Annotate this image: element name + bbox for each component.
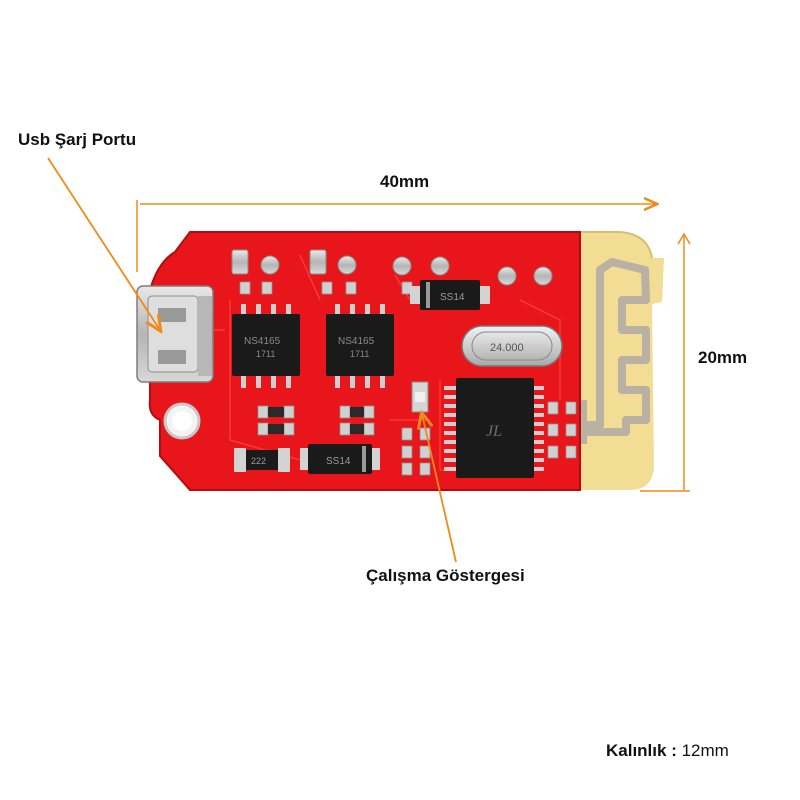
crystal-oscillator: 24.000 <box>461 325 563 367</box>
amp-chip-1-date: 1711 <box>256 349 275 359</box>
crystal-marking: 24.000 <box>490 342 524 354</box>
resistor-bottom: 222 <box>234 448 290 472</box>
usb-charging-port <box>136 285 214 383</box>
diode-top-marking: SS14 <box>440 292 465 303</box>
amplifier-chip-2: NS4165 1711 <box>326 304 394 388</box>
thickness-separator: : <box>666 741 682 760</box>
bluetooth-chip: JL <box>444 378 544 478</box>
solder-pads <box>231 249 553 286</box>
smd-pads <box>239 281 577 476</box>
width-dimension-line <box>136 200 656 272</box>
amplifier-chip-1: NS4165 1711 <box>232 304 300 388</box>
status-led <box>411 381 429 413</box>
diode-bottom-marking: SS14 <box>326 456 351 467</box>
antenna-board <box>575 231 664 490</box>
thickness-note: Kalınlık : 12mm <box>606 741 729 761</box>
thickness-key: Kalınlık <box>606 741 667 760</box>
antenna-trace <box>582 258 650 436</box>
resistor-marking: 222 <box>251 456 266 466</box>
usb-callout-arrow <box>47 157 160 330</box>
thickness-value: 12mm <box>681 741 729 760</box>
width-label: 40mm <box>380 172 430 191</box>
amp-chip-2-marking: NS4165 <box>338 336 375 347</box>
indicator-callout-arrow <box>422 414 457 563</box>
bluetooth-chip-marking: JL <box>486 423 502 440</box>
amp-chip-2-date: 1711 <box>350 349 369 359</box>
height-dimension-line <box>640 232 691 492</box>
indicator-label: Çalışma Göstergesi <box>366 566 525 585</box>
diode-top: SS14 <box>410 280 490 310</box>
usb-port-label: Usb Şarj Portu <box>18 130 137 149</box>
height-label: 20mm <box>698 348 748 367</box>
diode-bottom: SS14 <box>300 444 380 474</box>
amp-chip-1-marking: NS4165 <box>244 336 281 347</box>
